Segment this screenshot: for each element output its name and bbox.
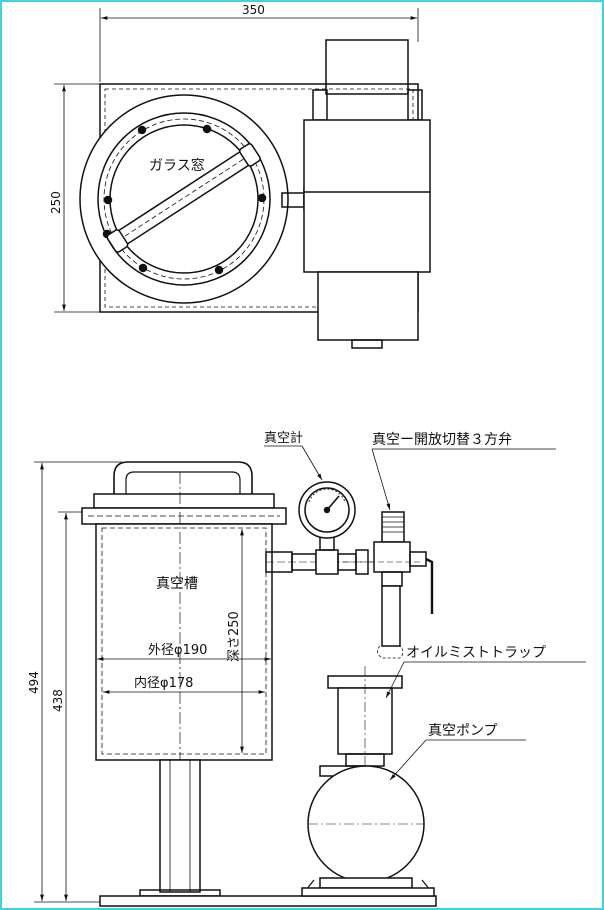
top-pump-base xyxy=(317,271,419,341)
top-handle xyxy=(106,143,261,253)
vacuum-gauge-pivot xyxy=(323,506,331,514)
valve-lever xyxy=(425,557,434,614)
vacuum-tank-body xyxy=(95,523,273,761)
glass-window-label: ガラス窓 xyxy=(149,157,205,174)
dim-height-label: 250 xyxy=(49,191,63,214)
top-view: 350 250 ガラス窓 xyxy=(49,3,431,349)
dim-width-label: 350 xyxy=(242,3,265,17)
vacuum-gauge-label: 真空計 xyxy=(264,430,303,446)
gauge-leader xyxy=(301,445,323,481)
vacuum-tank-inner xyxy=(101,527,267,755)
oil-mist-trap-label: オイルミストトラップ xyxy=(406,645,546,661)
bolt xyxy=(137,125,147,135)
bolt xyxy=(103,195,113,205)
top-flange-inner xyxy=(97,112,271,286)
top-pump-foot xyxy=(351,339,383,349)
vacuum-gauge-scale xyxy=(308,488,346,503)
lid-handle-outer xyxy=(113,461,253,494)
top-pump-motor xyxy=(325,39,409,95)
vacuum-gauge-dial xyxy=(304,487,350,533)
dim-494-label: 494 xyxy=(27,671,41,694)
lid-handle-inner xyxy=(125,471,241,494)
bolt xyxy=(138,263,148,273)
bolt xyxy=(202,124,212,134)
hose xyxy=(381,585,401,647)
pump-mount xyxy=(301,887,435,897)
top-pump-housing xyxy=(303,119,431,273)
front-base-plate xyxy=(99,895,437,907)
three-way-valve-label: 真空ー開放切替３方弁 xyxy=(372,432,512,448)
top-pump-side-left xyxy=(312,89,328,121)
trap-leader xyxy=(385,661,405,699)
tee-fitting xyxy=(315,549,339,575)
bolt xyxy=(214,265,224,275)
hose-break xyxy=(377,645,404,659)
dim-438-label: 438 xyxy=(51,689,65,712)
top-pump-side-right xyxy=(407,89,423,121)
front-view: 494 438 真空槽 外径φ190 内径φ178 深さ250 xyxy=(27,430,586,907)
tank-lid xyxy=(93,493,275,509)
pump-leader xyxy=(389,739,427,781)
valve-port xyxy=(409,551,427,567)
tank-stand-post xyxy=(159,759,201,893)
valve-leader xyxy=(371,448,391,511)
outer-diameter-label: 外径φ190 xyxy=(148,643,207,658)
inner-diameter-label: 内径φ178 xyxy=(134,675,193,691)
bolt xyxy=(257,193,267,203)
pump-base xyxy=(319,877,413,889)
vacuum-tank-label: 真空槽 xyxy=(156,576,198,592)
valve-outlet xyxy=(381,571,403,587)
depth-label: 深さ250 xyxy=(227,611,242,662)
vacuum-pump-label: 真空ポンプ xyxy=(428,723,498,739)
valve-body xyxy=(373,541,411,573)
